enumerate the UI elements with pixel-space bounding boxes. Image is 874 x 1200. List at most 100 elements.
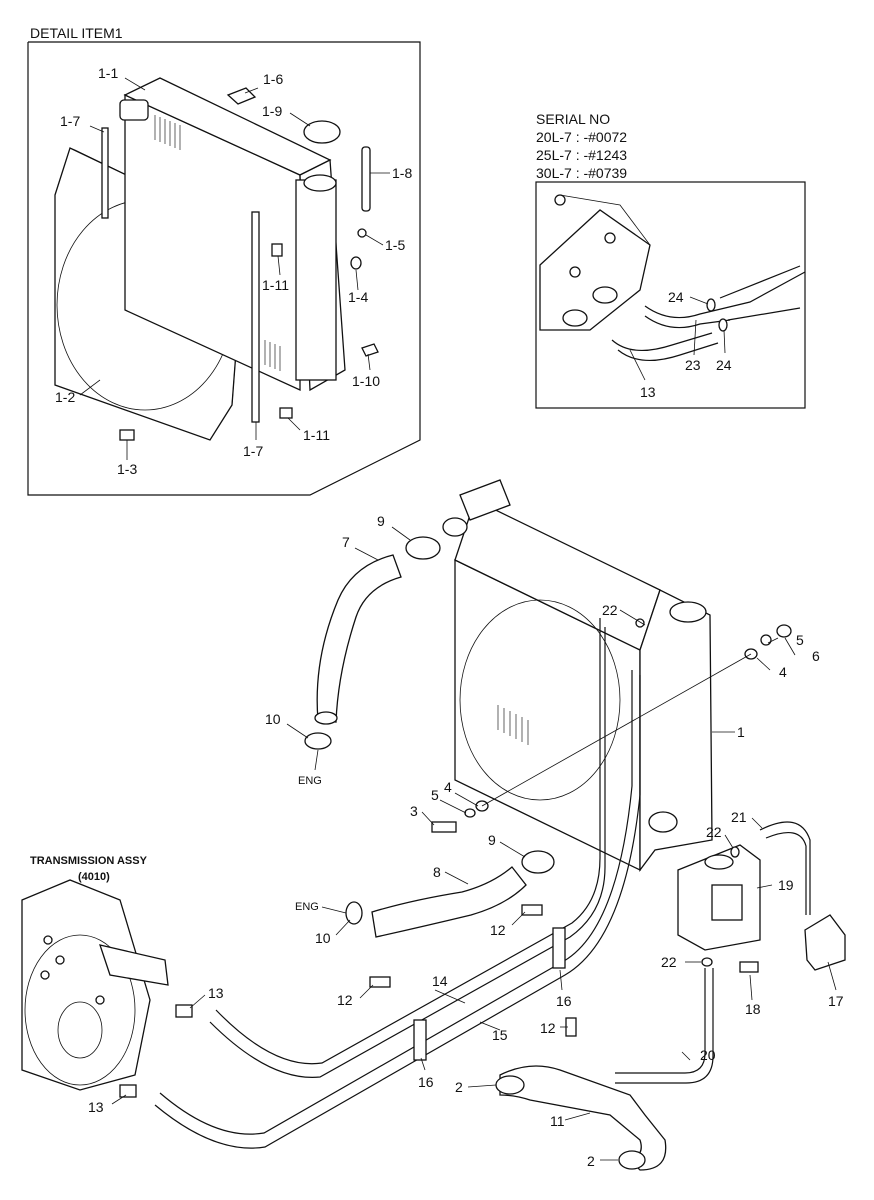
mount-line <box>481 653 752 807</box>
label-1: 1 <box>737 724 745 740</box>
label-13-upper: 13 <box>208 985 224 1001</box>
valve-block <box>539 194 651 331</box>
upper-hose-7 <box>316 554 402 723</box>
label-14: 14 <box>432 973 448 989</box>
label-21: 21 <box>731 809 747 825</box>
serial-line-25l: 25L-7 : -#1243 <box>536 147 627 163</box>
upper-hose-7-end <box>314 711 338 725</box>
radiator-1 <box>442 479 713 872</box>
washer-5-lower <box>464 808 476 818</box>
grommet-2-upper <box>495 1075 525 1095</box>
label-7: 7 <box>342 534 350 550</box>
label-1-1: 1-1 <box>98 65 118 81</box>
label-1-10: 1-10 <box>352 373 380 389</box>
clip-16-lower <box>413 1019 427 1061</box>
label-6: 6 <box>812 648 820 664</box>
bolt-1-11b <box>279 407 293 419</box>
label-2-upper: 2 <box>455 1079 463 1095</box>
bolt-12-upper <box>521 904 543 916</box>
label-eng-lower: ENG <box>295 901 319 913</box>
label-1-8: 1-8 <box>392 165 412 181</box>
hose-20 <box>615 968 706 1074</box>
detail-item1-panel: DETAIL ITEM1 <box>27 25 421 496</box>
label-11: 11 <box>550 1113 565 1129</box>
pipe-lower <box>727 307 801 321</box>
detail-title: DETAIL ITEM1 <box>30 25 123 41</box>
bolt-18 <box>739 961 759 973</box>
label-1-6: 1-6 <box>263 71 283 87</box>
label-5-lower: 5 <box>431 787 439 803</box>
label-10-upper: 10 <box>265 711 281 727</box>
nut-6 <box>776 624 792 638</box>
label-16-lower: 16 <box>418 1074 434 1090</box>
pipe-1-8 <box>361 146 371 212</box>
main-leaders <box>111 526 837 1161</box>
detail-leaders <box>79 77 390 460</box>
coolant-reservoir-19 <box>677 844 761 951</box>
seal-strip-1-7b <box>251 211 260 423</box>
clamp-24a <box>706 298 716 312</box>
clamp-10-lower <box>345 901 363 925</box>
oil-pipe-14-b <box>215 618 601 1065</box>
label-12-bracket: 12 <box>540 1020 556 1036</box>
label-1-2: 1-2 <box>55 389 75 405</box>
label-13-serial: 13 <box>640 384 656 400</box>
clamp-22-tank <box>730 846 740 858</box>
plug-1-5 <box>357 228 367 238</box>
lower-hose-8 <box>371 866 527 938</box>
label-13-lower: 13 <box>88 1099 104 1115</box>
label-eng-upper: ENG <box>298 775 322 787</box>
label-23: 23 <box>685 357 701 373</box>
label-1-7a: 1-7 <box>60 113 80 129</box>
bolt-3 <box>431 821 457 833</box>
radiator-cap-1-9 <box>303 120 341 144</box>
bolt-12-middle <box>369 976 391 988</box>
label-12-upper: 12 <box>490 922 506 938</box>
label-1-4: 1-4 <box>348 289 368 305</box>
label-9-lower: 9 <box>488 832 496 848</box>
label-15: 15 <box>492 1027 508 1043</box>
transmission-assy <box>21 879 169 1091</box>
serial-title: SERIAL NO <box>536 111 610 127</box>
label-18: 18 <box>745 1001 761 1017</box>
drain-cock-1-10 <box>361 343 379 357</box>
fitting-13-lower <box>119 1084 137 1098</box>
label-1-11b: 1-11 <box>303 427 330 443</box>
label-22-top: 22 <box>602 602 618 618</box>
hose-13-serial-b <box>617 342 719 362</box>
oil-pipe-15 <box>154 675 641 1149</box>
main-assembly: 9 7 22 6 5 4 1 10 ENG 4 5 3 9 8 ENG 10 2… <box>21 479 846 1171</box>
serial-leaders <box>629 296 726 381</box>
seal-strip-1-7a <box>101 127 109 219</box>
label-16-upper: 16 <box>556 993 572 1009</box>
clamp-9-upper <box>405 536 441 560</box>
label-20: 20 <box>700 1047 716 1063</box>
label-22-tank: 22 <box>706 824 722 840</box>
hose-23 <box>644 315 731 329</box>
washer-1-4 <box>350 256 362 270</box>
label-24b: 24 <box>716 357 732 373</box>
hose-13-serial <box>611 332 713 352</box>
label-12-middle: 12 <box>337 992 353 1008</box>
label-3: 3 <box>410 803 418 819</box>
clamp-24b <box>718 318 728 332</box>
oil-pipe-14 <box>209 627 606 1078</box>
label-1-5: 1-5 <box>385 237 405 253</box>
hose-21-b <box>765 831 807 915</box>
bolt-1-11a <box>271 243 283 257</box>
clamp-10-upper <box>304 732 332 750</box>
fitting-13-upper <box>175 1004 193 1018</box>
clamp-22-bottom <box>701 957 713 967</box>
transmission-title: TRANSMISSION ASSY <box>30 855 148 867</box>
serial-line-30l: 30L-7 : -#0739 <box>536 165 627 181</box>
label-1-11a: 1-11 <box>262 277 289 293</box>
label-9-upper: 9 <box>377 513 385 529</box>
grommet-2-lower <box>618 1150 646 1170</box>
label-1-7b: 1-7 <box>243 443 263 459</box>
label-2-lower: 2 <box>587 1153 595 1169</box>
label-17: 17 <box>828 993 844 1009</box>
hose-20-b <box>615 968 714 1084</box>
detail-frame <box>27 41 421 496</box>
clip-16-upper <box>552 927 566 969</box>
